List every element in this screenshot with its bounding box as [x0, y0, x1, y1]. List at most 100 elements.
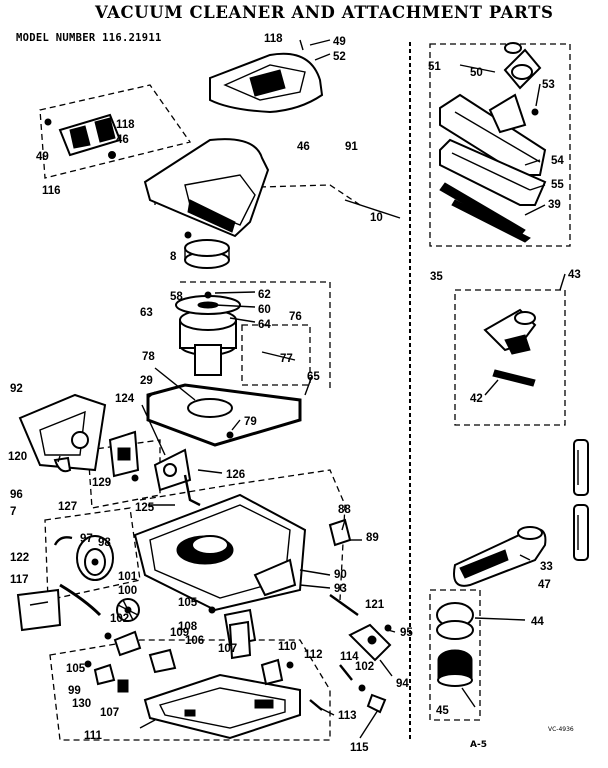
part-label: 105: [66, 663, 86, 675]
brush-strip-39: [439, 182, 531, 243]
part-label: 108: [178, 621, 198, 633]
part-label: 35: [430, 271, 443, 283]
drawing-code: VC-4936: [548, 726, 574, 733]
part-label: 112: [304, 649, 323, 661]
part-label: 45: [436, 705, 449, 717]
part-label: 96: [10, 489, 23, 501]
part-label: 42: [470, 393, 483, 405]
part-label: 62: [258, 289, 271, 301]
extension-wand: [573, 439, 589, 561]
part-label: 110: [278, 641, 297, 653]
part-label: 89: [366, 532, 379, 544]
gear-100: [116, 598, 140, 622]
part-label: 97: [80, 533, 93, 545]
part-label: 122: [10, 552, 29, 564]
part-label: 105: [178, 597, 198, 609]
housing-90: [133, 493, 307, 612]
part-label: 102: [355, 661, 374, 673]
part-label: 107: [100, 707, 119, 719]
dusting-tool-33: [453, 526, 547, 587]
group-box-43: [454, 289, 566, 426]
part-label: 129: [92, 477, 111, 489]
part-label: 94: [396, 678, 409, 690]
part-label: 64: [258, 319, 271, 331]
part-label: 49: [36, 151, 49, 163]
cover-10: [143, 138, 270, 238]
part-label: 100: [118, 585, 137, 597]
part-label: 39: [548, 199, 561, 211]
part-label: 124: [115, 393, 135, 405]
part-label: 95: [400, 627, 413, 639]
part-label: 130: [72, 698, 91, 710]
part-label: 115: [350, 742, 369, 754]
part-label: 55: [551, 179, 564, 191]
gasket-29: [146, 383, 302, 447]
base-plate-111: [143, 673, 301, 740]
part-label: 29: [140, 375, 153, 387]
part-label: 111: [84, 730, 103, 742]
part-label: 88: [338, 504, 351, 516]
part-label: 101: [118, 571, 138, 583]
part-label: 92: [10, 383, 23, 395]
part-label: 102: [110, 613, 129, 625]
part-label: 93: [334, 583, 347, 595]
part-label: 60: [258, 304, 271, 316]
plate-117: [16, 583, 102, 632]
part-label: 53: [542, 79, 555, 91]
part-label: 65: [307, 371, 320, 383]
part-label: 49: [333, 36, 346, 48]
wheel-98: [53, 535, 114, 581]
switch-124: [108, 430, 201, 507]
group-box-base: [49, 639, 331, 741]
part-label: 33: [540, 561, 553, 573]
crevice-tool-50: [503, 42, 542, 116]
part-label: 125: [135, 502, 155, 514]
part-label: 121: [365, 599, 385, 611]
part-label: 99: [68, 685, 81, 697]
part-label: 90: [334, 569, 347, 581]
part-label: 109: [170, 627, 189, 639]
group-box-116: [39, 84, 192, 179]
part-label: 52: [333, 51, 346, 63]
round-brush-44: [436, 602, 474, 687]
motor-64: [175, 291, 241, 376]
group-box-76: [241, 324, 311, 386]
model-number: MODEL NUMBER 116.21911: [16, 32, 162, 44]
part-label: 116: [42, 185, 61, 197]
bracket-92: [18, 393, 107, 473]
part-label: 113: [338, 710, 357, 722]
part-label: 107: [218, 643, 237, 655]
latch-group-116: [44, 113, 122, 159]
part-label: 118: [116, 119, 135, 131]
leader-lines: [57, 39, 566, 739]
part-label: 106: [185, 635, 204, 647]
part-label: 10: [370, 212, 383, 224]
upholstery-tool-43: [483, 308, 537, 387]
part-label: 8: [170, 251, 177, 263]
part-label: 44: [531, 616, 544, 628]
part-label: 63: [140, 307, 153, 319]
part-label: 77: [280, 353, 293, 365]
group-box-35: [429, 43, 571, 247]
part-label: 91: [345, 141, 358, 153]
part-label: 50: [470, 67, 483, 79]
handle-52: [209, 52, 324, 114]
part-label: 47: [538, 579, 551, 591]
part-label: 58: [170, 291, 183, 303]
part-label: 127: [58, 501, 77, 513]
part-label: 120: [8, 451, 27, 463]
floor-brush-54: [439, 93, 547, 206]
filter-8: [184, 231, 230, 269]
part-label: 51: [428, 61, 441, 73]
part-label: 117: [10, 574, 29, 586]
page-title: VACUUM CLEANER AND ATTACHMENT PARTS: [95, 3, 554, 22]
page-number: A-5: [470, 740, 487, 750]
part-label: 98: [98, 537, 111, 549]
part-label: 54: [551, 155, 564, 167]
group-box-motor: [180, 281, 331, 392]
part-label: 43: [568, 269, 581, 281]
base-hardware: [84, 606, 294, 693]
